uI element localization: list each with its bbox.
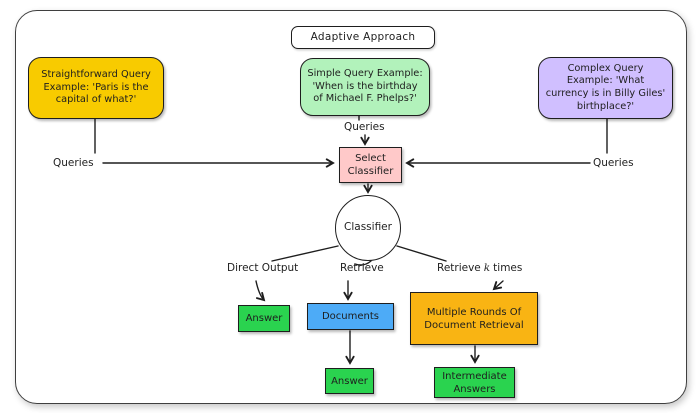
- select-classifier-node: Select Classifier: [339, 147, 402, 183]
- multi-rounds-retrieval-node: Multiple Rounds Of Document Retrieval: [410, 292, 538, 345]
- query-box-complex: Complex Query Example: 'What currency is…: [538, 57, 673, 119]
- branch-label-retrieve: Retrieve: [340, 262, 384, 274]
- edge-circle-retrieve: [354, 260, 372, 266]
- branch-label-direct-output: Direct Output: [227, 262, 299, 274]
- diagram-frame: [15, 10, 687, 404]
- edge-circle-direct: [271, 245, 339, 262]
- retrieve-k-pre: Retrieve: [437, 262, 481, 274]
- edge-circle-retrieve-k: [396, 245, 447, 262]
- retrieve-k-variable: k: [483, 262, 491, 274]
- classifier-circle: Classifier: [335, 195, 401, 261]
- retrieve-k-post: times: [493, 262, 523, 274]
- edge-label-queries-center: Queries: [344, 121, 385, 133]
- intermediate-answers-node: Intermediate Answers: [434, 367, 515, 398]
- documents-node: Documents: [307, 303, 394, 330]
- arrow-retrievek-to-rounds: [492, 280, 504, 291]
- arrow-direct-to-answer: [255, 280, 266, 302]
- query-box-straightforward: Straightforward Query Example: 'Paris is…: [28, 57, 164, 119]
- query-box-simple: Simple Query Example: 'When is the birth…: [300, 58, 430, 116]
- edge-label-queries-right: Queries: [593, 157, 634, 169]
- diagram-title: Adaptive Approach: [291, 26, 435, 49]
- answer-node-retrieve: Answer: [325, 368, 374, 394]
- answer-node-direct: Answer: [238, 305, 290, 332]
- edge-label-queries-left: Queries: [53, 157, 94, 169]
